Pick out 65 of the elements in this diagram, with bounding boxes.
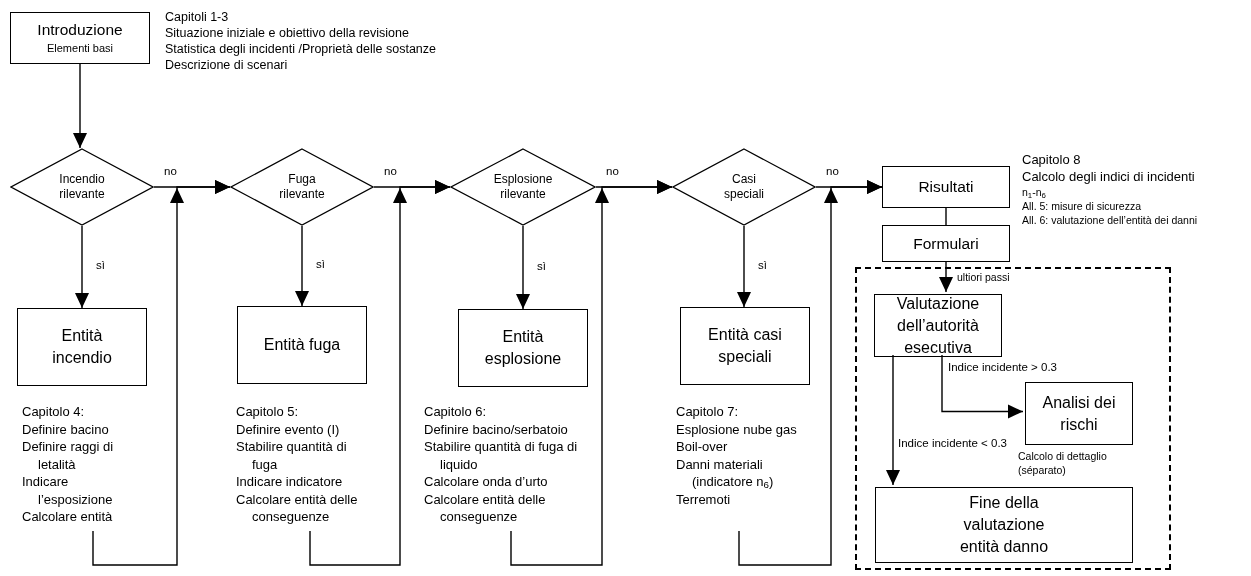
box-title: Entità casi speciali	[707, 325, 783, 367]
step-text: Definire bacino	[22, 420, 110, 438]
arrow	[939, 261, 953, 293]
arrow	[73, 63, 87, 149]
box-title: Introduzione	[37, 20, 123, 40]
arrow	[886, 354, 900, 486]
step-text: Calcolare entità delle conseguenze	[424, 490, 547, 526]
note-text: Statistica degli incidenti /Proprietà delle sostanze	[165, 41, 436, 57]
decision-label: Esplosione rilevante	[492, 172, 554, 202]
arrow	[516, 225, 530, 310]
process-box	[875, 487, 1133, 563]
process-box	[1025, 382, 1133, 445]
box-title: Entità esplosione	[483, 327, 563, 369]
step-text: Calcolare onda d’urto	[424, 473, 549, 491]
process-box	[874, 294, 1002, 357]
note-text: Capitolo 8	[1022, 151, 1082, 168]
chapter-heading: Capitolo 6:	[424, 403, 488, 421]
note-text: All. 5: misure di sicurezza	[1022, 199, 1143, 213]
note-text: Situazione iniziale e obiettivo della revisione	[165, 25, 410, 41]
note-text: All. 6: valutazione dell’entità dei danni	[1022, 213, 1198, 227]
process-box	[680, 307, 810, 385]
step-text: Indicare indicatore	[236, 473, 344, 491]
step-text: Calcolare entità delle conseguenze	[236, 490, 359, 526]
step-text: Definire bacino/serbatoio	[424, 420, 569, 438]
note-text: Capitoli 1-3	[165, 9, 230, 25]
box-title: Risultati	[918, 177, 974, 197]
process-box	[458, 309, 588, 387]
dashed-frame	[855, 267, 1171, 570]
note-text: Calcolo di dettaglio (séparato)	[1018, 449, 1108, 477]
process-box	[882, 225, 1010, 262]
step-text: Indicare l’esposizione	[22, 473, 114, 508]
box-subtitle: Elementi basi	[46, 41, 113, 56]
frame-label: ultiori passi	[957, 270, 1010, 285]
box-title: Entità fuga	[263, 335, 341, 355]
step-text: Boil-over	[676, 438, 729, 456]
arrow	[75, 225, 89, 309]
step-text: Terremoti	[676, 490, 732, 508]
step-text: Danni materiali (indicatore n$_{6}$)	[676, 455, 775, 491]
step-text: Stabilire quantità di fuga	[236, 438, 348, 473]
note-text: Calcolo degli indici di incidenti	[1022, 168, 1196, 185]
decision-label: Fuga rilevante	[278, 172, 326, 202]
step-text: Calcolare entità	[22, 508, 114, 526]
chapter-heading: Capitolo 7:	[676, 403, 740, 421]
note-text: n$_{1}$-n$_{6}$	[1022, 185, 1047, 199]
chapter-heading: Capitolo 4:	[22, 403, 86, 421]
process-box	[237, 306, 367, 384]
decision-label: Incendio rilevante	[58, 172, 106, 202]
box-title: Analisi dei rischi	[1041, 392, 1117, 435]
step-text: Esplosione nube gas	[676, 420, 798, 438]
process-box	[10, 12, 150, 64]
decision-label: Casi speciali	[723, 172, 765, 202]
step-text: Definire raggi di letalità	[22, 438, 115, 473]
note-text: Descrizione di scenari	[165, 57, 289, 73]
step-text: Definire evento (I)	[236, 420, 341, 438]
process-box	[17, 308, 147, 386]
step-text: Stabilire quantità di fuga di liquido	[424, 438, 579, 473]
arrow	[737, 225, 751, 308]
box-title: Entità incendio	[51, 326, 113, 368]
box-title: Formulari	[913, 233, 979, 254]
arrow	[941, 354, 1024, 419]
chapter-heading: Capitolo 5:	[236, 403, 300, 421]
arrow	[295, 225, 309, 307]
process-box	[882, 166, 1010, 208]
box-title: Valutazione dell’autorità esecutiva	[895, 293, 981, 358]
box-title: Fine della valutazione entità danno	[958, 493, 1050, 557]
